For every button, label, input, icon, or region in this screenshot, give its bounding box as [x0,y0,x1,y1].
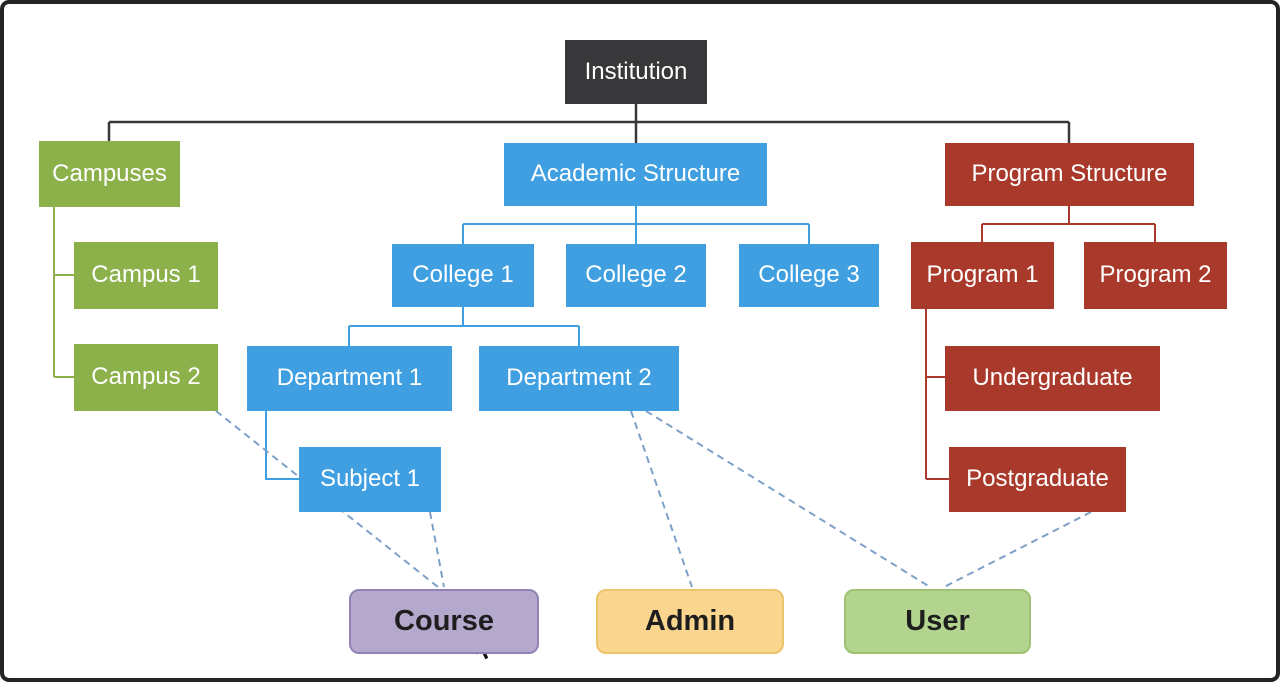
node-user: User [844,589,1031,654]
node-college-3: College 3 [739,244,879,307]
edge-subject1-course-dashed [429,511,445,588]
edge-dept2-admin-dashed [630,410,693,588]
edge-college1-children [348,307,580,346]
node-program-1: Program 1 [911,242,1054,309]
node-institution: Institution [565,40,707,104]
node-campus-2: Campus 2 [74,344,218,411]
node-postgraduate: Postgraduate [949,447,1126,512]
node-campuses: Campuses [39,141,180,207]
node-undergraduate: Undergraduate [945,346,1160,411]
node-program-structure: Program Structure [945,143,1194,206]
node-campus-1: Campus 1 [74,242,218,309]
node-program-2: Program 2 [1084,242,1227,309]
edge-dept2-user-dashed [645,410,931,588]
node-academic-structure: Academic Structure [504,143,767,206]
node-course: Course [349,589,539,654]
node-department-1: Department 1 [247,346,452,411]
edge-academic-children [462,206,810,244]
edge-postgraduate-user-dashed [943,511,1092,588]
edge-campuses-children [53,207,74,378]
node-college-2: College 2 [566,244,706,307]
node-department-2: Department 2 [479,346,679,411]
edge-institution-children [107,104,1071,143]
connector-layer [53,104,1156,661]
node-subject-1: Subject 1 [299,447,441,512]
node-admin: Admin [596,589,784,654]
edge-dept1-subject1 [265,411,299,480]
edge-programstructure-children [981,206,1156,242]
node-college-1: College 1 [392,244,534,307]
